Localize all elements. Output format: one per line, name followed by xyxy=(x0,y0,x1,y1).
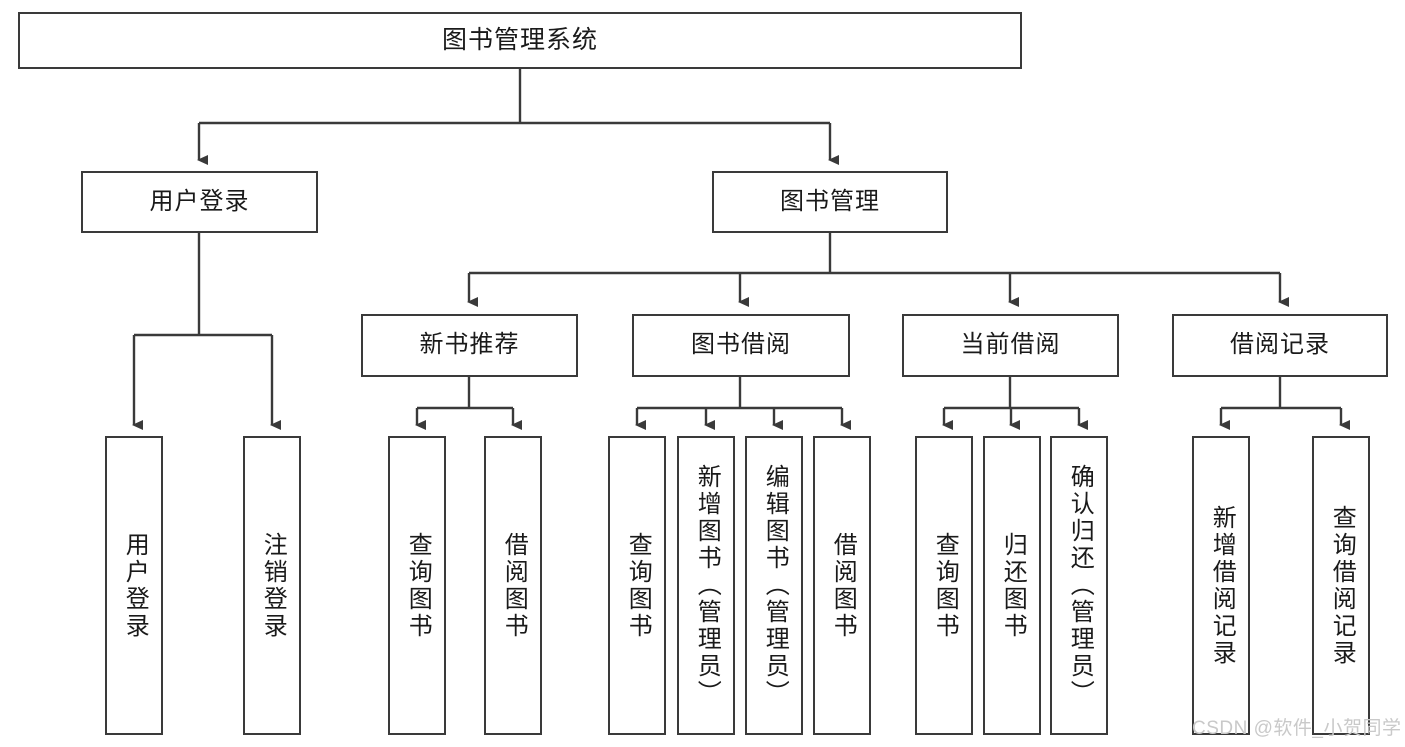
watermark: CSDN @软件_小贺同学 xyxy=(1192,718,1402,739)
node-new-book-recommend[interactable]: 新书推荐 xyxy=(361,314,578,377)
leaf-query-book-1[interactable]: 查询图书 xyxy=(388,436,446,735)
leaf-confirm-return[interactable]: 确认归还（管理员） xyxy=(1050,436,1108,735)
leaf-query-book-2-label: 查询图书 xyxy=(624,531,652,640)
leaf-logout[interactable]: 注销登录 xyxy=(243,436,301,735)
leaf-add-book-label: 新增图书（管理员） xyxy=(693,464,721,707)
leaf-user-login-label: 用户登录 xyxy=(121,531,149,640)
node-root-label: 图书管理系统 xyxy=(441,25,598,54)
node-borrow-record[interactable]: 借阅记录 xyxy=(1172,314,1388,377)
node-book-borrow-label: 图书借阅 xyxy=(691,331,791,359)
leaf-query-book-1-label: 查询图书 xyxy=(404,531,432,640)
leaf-return-book[interactable]: 归还图书 xyxy=(983,436,1041,735)
node-book-borrow[interactable]: 图书借阅 xyxy=(632,314,850,377)
leaf-borrow-book-2[interactable]: 借阅图书 xyxy=(813,436,871,735)
leaf-logout-label: 注销登录 xyxy=(259,531,287,640)
leaf-edit-book[interactable]: 编辑图书（管理员） xyxy=(745,436,803,735)
leaf-query-book-3-label: 查询图书 xyxy=(931,531,959,640)
node-borrow-record-label: 借阅记录 xyxy=(1230,331,1330,359)
leaf-edit-book-label: 编辑图书（管理员） xyxy=(761,464,789,707)
leaf-confirm-return-label: 确认归还（管理员） xyxy=(1066,464,1094,707)
leaf-query-book-2[interactable]: 查询图书 xyxy=(608,436,666,735)
leaf-user-login[interactable]: 用户登录 xyxy=(105,436,163,735)
leaf-query-record-label: 查询借阅记录 xyxy=(1328,504,1356,667)
node-user-login[interactable]: 用户登录 xyxy=(81,171,318,233)
node-root[interactable]: 图书管理系统 xyxy=(18,12,1022,69)
leaf-query-book-3[interactable]: 查询图书 xyxy=(915,436,973,735)
node-book-manage-label: 图书管理 xyxy=(780,187,880,215)
leaf-borrow-book-2-label: 借阅图书 xyxy=(829,531,857,640)
node-current-borrow-label: 当前借阅 xyxy=(960,331,1061,359)
node-book-manage[interactable]: 图书管理 xyxy=(712,171,948,233)
leaf-query-record[interactable]: 查询借阅记录 xyxy=(1312,436,1370,735)
node-new-book-recommend-label: 新书推荐 xyxy=(419,331,520,359)
node-user-login-label: 用户登录 xyxy=(149,187,250,215)
leaf-borrow-book-1-label: 借阅图书 xyxy=(500,531,528,640)
node-current-borrow[interactable]: 当前借阅 xyxy=(902,314,1119,377)
leaf-add-record-label: 新增借阅记录 xyxy=(1208,504,1236,667)
leaf-borrow-book-1[interactable]: 借阅图书 xyxy=(484,436,542,735)
leaf-add-record[interactable]: 新增借阅记录 xyxy=(1192,436,1250,735)
leaf-return-book-label: 归还图书 xyxy=(999,531,1027,640)
leaf-add-book[interactable]: 新增图书（管理员） xyxy=(677,436,735,735)
